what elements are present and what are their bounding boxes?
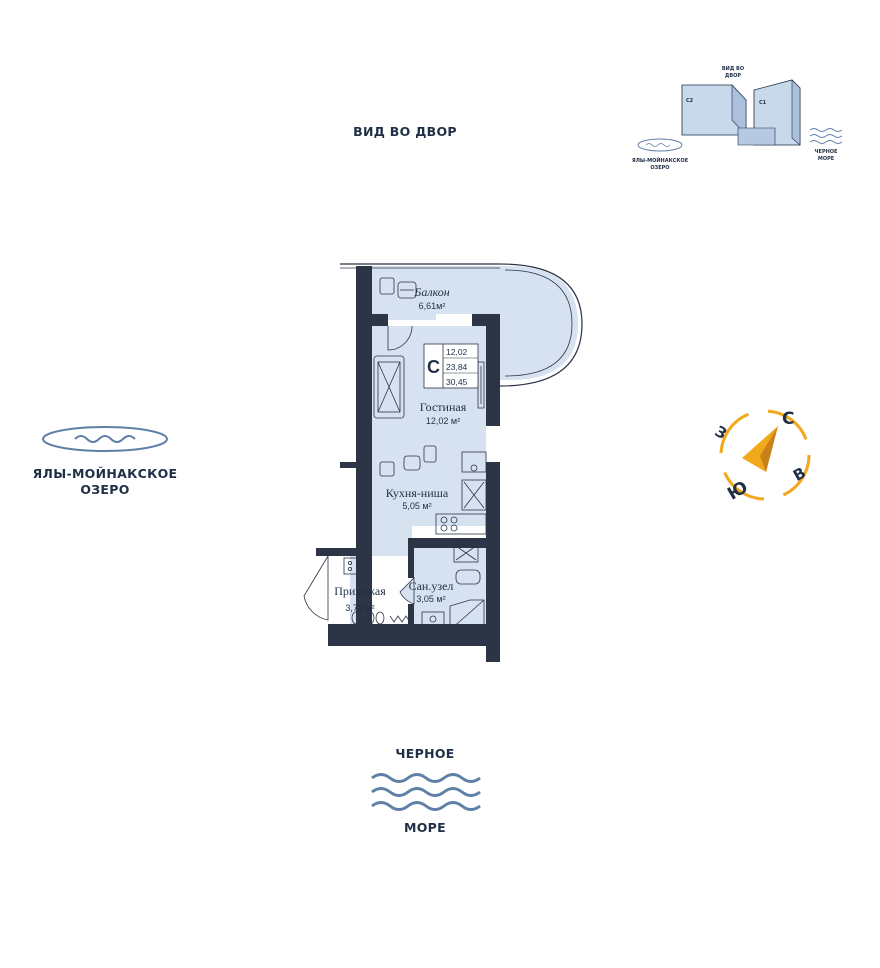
- hallway-name: Прихожая: [334, 584, 386, 598]
- kitchen-counter: [435, 451, 487, 535]
- apartment-floor: [350, 326, 486, 624]
- area-living: 12,02: [446, 347, 468, 357]
- sofa: [373, 355, 405, 419]
- floor-plan: С 12,02 23,84 30,45 Балкон 6,61м² Гостин…: [303, 263, 583, 662]
- area-total: 30,45: [446, 377, 468, 387]
- minimap-sea-line2: МОРЕ: [818, 156, 835, 162]
- location-minimap: С2 С1 ВИД ВО ДВОР ЯЛЫ-МОЙНАКСКОЕ ОЗЕРО Ч…: [632, 66, 843, 171]
- living-room-area: 12,02 м²: [426, 416, 460, 426]
- lake-label-line2: ОЗЕРО: [80, 482, 130, 497]
- bathroom-fixtures: [421, 543, 485, 631]
- minimap-view-line1: ВИД ВО: [722, 66, 744, 72]
- balcony-floor: [372, 266, 578, 380]
- sea-waves-icon: [371, 773, 481, 811]
- building-c2-label: С2: [686, 98, 694, 104]
- balcony-name: Балкон: [413, 285, 449, 299]
- minimap-view-line2: ДВОР: [725, 73, 742, 79]
- lake-icon: [42, 426, 168, 452]
- apartment-type-box: С 12,02 23,84 30,45: [423, 343, 479, 389]
- kitchen-area: 5,05 м²: [402, 501, 431, 511]
- lake-label: ЯЛЫ-МОЙНАКСКОЕ ОЗЕРО: [20, 466, 190, 498]
- dining-set: [379, 445, 437, 477]
- area-total-without-balcony: 23,84: [446, 362, 468, 372]
- minimap-lake-line1: ЯЛЫ-МОЙНАКСКОЕ: [632, 156, 689, 164]
- minimap-sea-line1: ЧЕРНОЕ: [815, 149, 839, 155]
- bathroom-name: Сан.узел: [409, 579, 454, 593]
- shoe-rack: [343, 557, 411, 625]
- compass-arrow: [742, 426, 778, 472]
- compass-north: С: [782, 409, 794, 429]
- view-direction-label: ВИД ВО ДВОР: [353, 124, 457, 139]
- sea-label-top: ЧЕРНОЕ: [395, 746, 455, 761]
- minimap-lake-icon: [637, 138, 683, 152]
- bathroom-area: 3,05 м²: [416, 594, 445, 604]
- bath-floor: [412, 546, 486, 636]
- walls: [316, 266, 500, 662]
- minimap-sea-icon: [809, 128, 843, 144]
- compass-rose: С В Ю З: [712, 409, 811, 505]
- building-c2: С2: [681, 84, 747, 136]
- apartment-type: С: [427, 357, 440, 377]
- lake-label-line1: ЯЛЫ-МОЙНАКСКОЕ: [32, 466, 178, 481]
- hallway-area: 3,72 м²: [345, 603, 374, 613]
- minimap-lake-line2: ОЗЕРО: [650, 165, 669, 171]
- building-connector: [737, 127, 776, 146]
- building-c1-label: С1: [759, 100, 767, 106]
- balcony-chairs: [379, 277, 417, 299]
- kitchen-name: Кухня-ниша: [386, 486, 449, 500]
- balcony-area: 6,61м²: [419, 301, 446, 311]
- living-room-name: Гостиная: [420, 400, 467, 414]
- sea-label-bottom: МОРЕ: [404, 820, 446, 835]
